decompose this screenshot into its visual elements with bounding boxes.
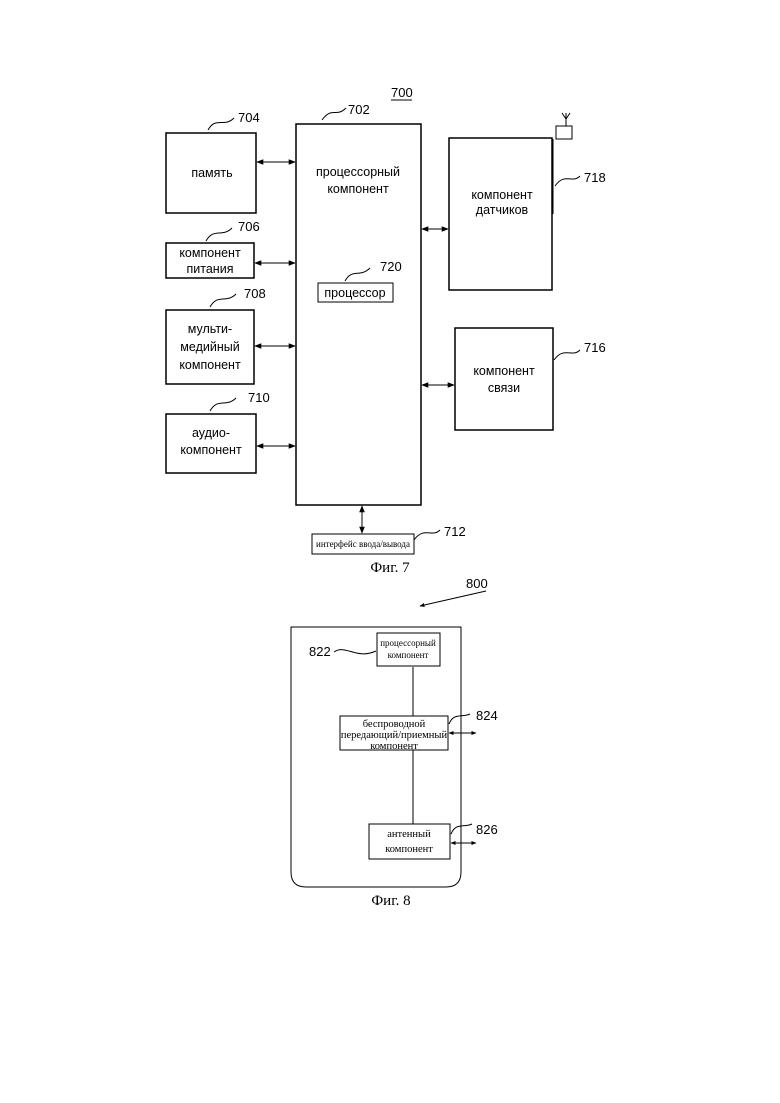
io-interface-block: интерфейс ввода/вывода 712 [312,506,466,554]
multimedia-label-line1: мульти- [188,322,232,336]
ref-706: 706 [238,219,260,234]
communication-label-line2: связи [488,381,520,395]
memory-block: память 704 [166,110,295,213]
ref-716: 716 [584,340,606,355]
fig7-ref-number: 700 [391,85,413,100]
memory-label: память [191,166,232,180]
power-label-line1: компонент [179,246,241,260]
processing-component-label-line1: процессорный [316,165,400,179]
leader-706 [206,228,232,241]
communication-box [455,328,553,430]
power-block: компонент питания 706 [166,219,295,278]
communication-label-line1: компонент [473,364,535,378]
fig8-ref-number: 800 [466,576,488,591]
ref-720: 720 [380,259,402,274]
fig8-transceiver-label-line3: компонент [370,741,418,752]
ref-708: 708 [244,286,266,301]
sensor-label-line2: датчиков [476,203,529,217]
fig8-transceiver-label-line1: беспроводной [363,719,426,730]
fig8-ref-arrow [420,591,486,606]
ref-712: 712 [444,524,466,539]
audio-label-line1: аудио- [192,426,230,440]
fig8-antenna-block: антенный компонент 826 [369,822,498,859]
fig8-antenna-label-line2: компонент [385,844,433,855]
communication-block: компонент связи 716 [422,328,606,430]
fig8-processing-label-line2: компонент [388,650,429,660]
leader-718 [555,176,580,186]
figure-7: 700 процессорный компонент 702 процессор… [166,85,606,576]
leader-710 [210,398,236,411]
processing-component-label-line2: компонент [327,182,389,196]
ref-822: 822 [309,644,331,659]
ref-710: 710 [248,390,270,405]
fig8-antenna-label-line1: антенный [387,829,431,840]
leader-716 [554,350,580,360]
leader-708 [210,294,236,307]
multimedia-label-line3: компонент [179,358,241,372]
leader-712 [414,530,440,540]
antenna-icon [553,113,572,214]
io-interface-label: интерфейс ввода/вывода [316,539,410,549]
audio-label-line2: компонент [180,443,242,457]
multimedia-block: мульти- медийный компонент 708 [166,286,295,384]
fig8-processing-label-line1: процессорный [380,638,436,648]
figure-8: 800 процессорный компонент 822 беспровод… [291,576,498,909]
fig7-caption: Фиг. 7 [370,560,410,576]
leader-704 [208,118,234,130]
processing-component-block: процессорный компонент 702 [296,102,421,505]
leader-702 [322,108,346,120]
fig8-caption: Фиг. 8 [371,893,410,909]
processor-label: процессор [324,286,385,300]
sensor-block: компонент датчиков 718 [422,113,606,290]
sensor-label-line1: компонент [471,188,533,202]
ref-704: 704 [238,110,260,125]
audio-block: аудио- компонент 710 [166,390,295,473]
multimedia-label-line2: медийный [180,340,239,354]
ref-702: 702 [348,102,370,117]
ref-826: 826 [476,822,498,837]
ref-718: 718 [584,170,606,185]
power-label-line2: питания [187,262,234,276]
fig8-transceiver-label-line2: передающий/приемный [341,730,448,741]
ref-824: 824 [476,708,498,723]
